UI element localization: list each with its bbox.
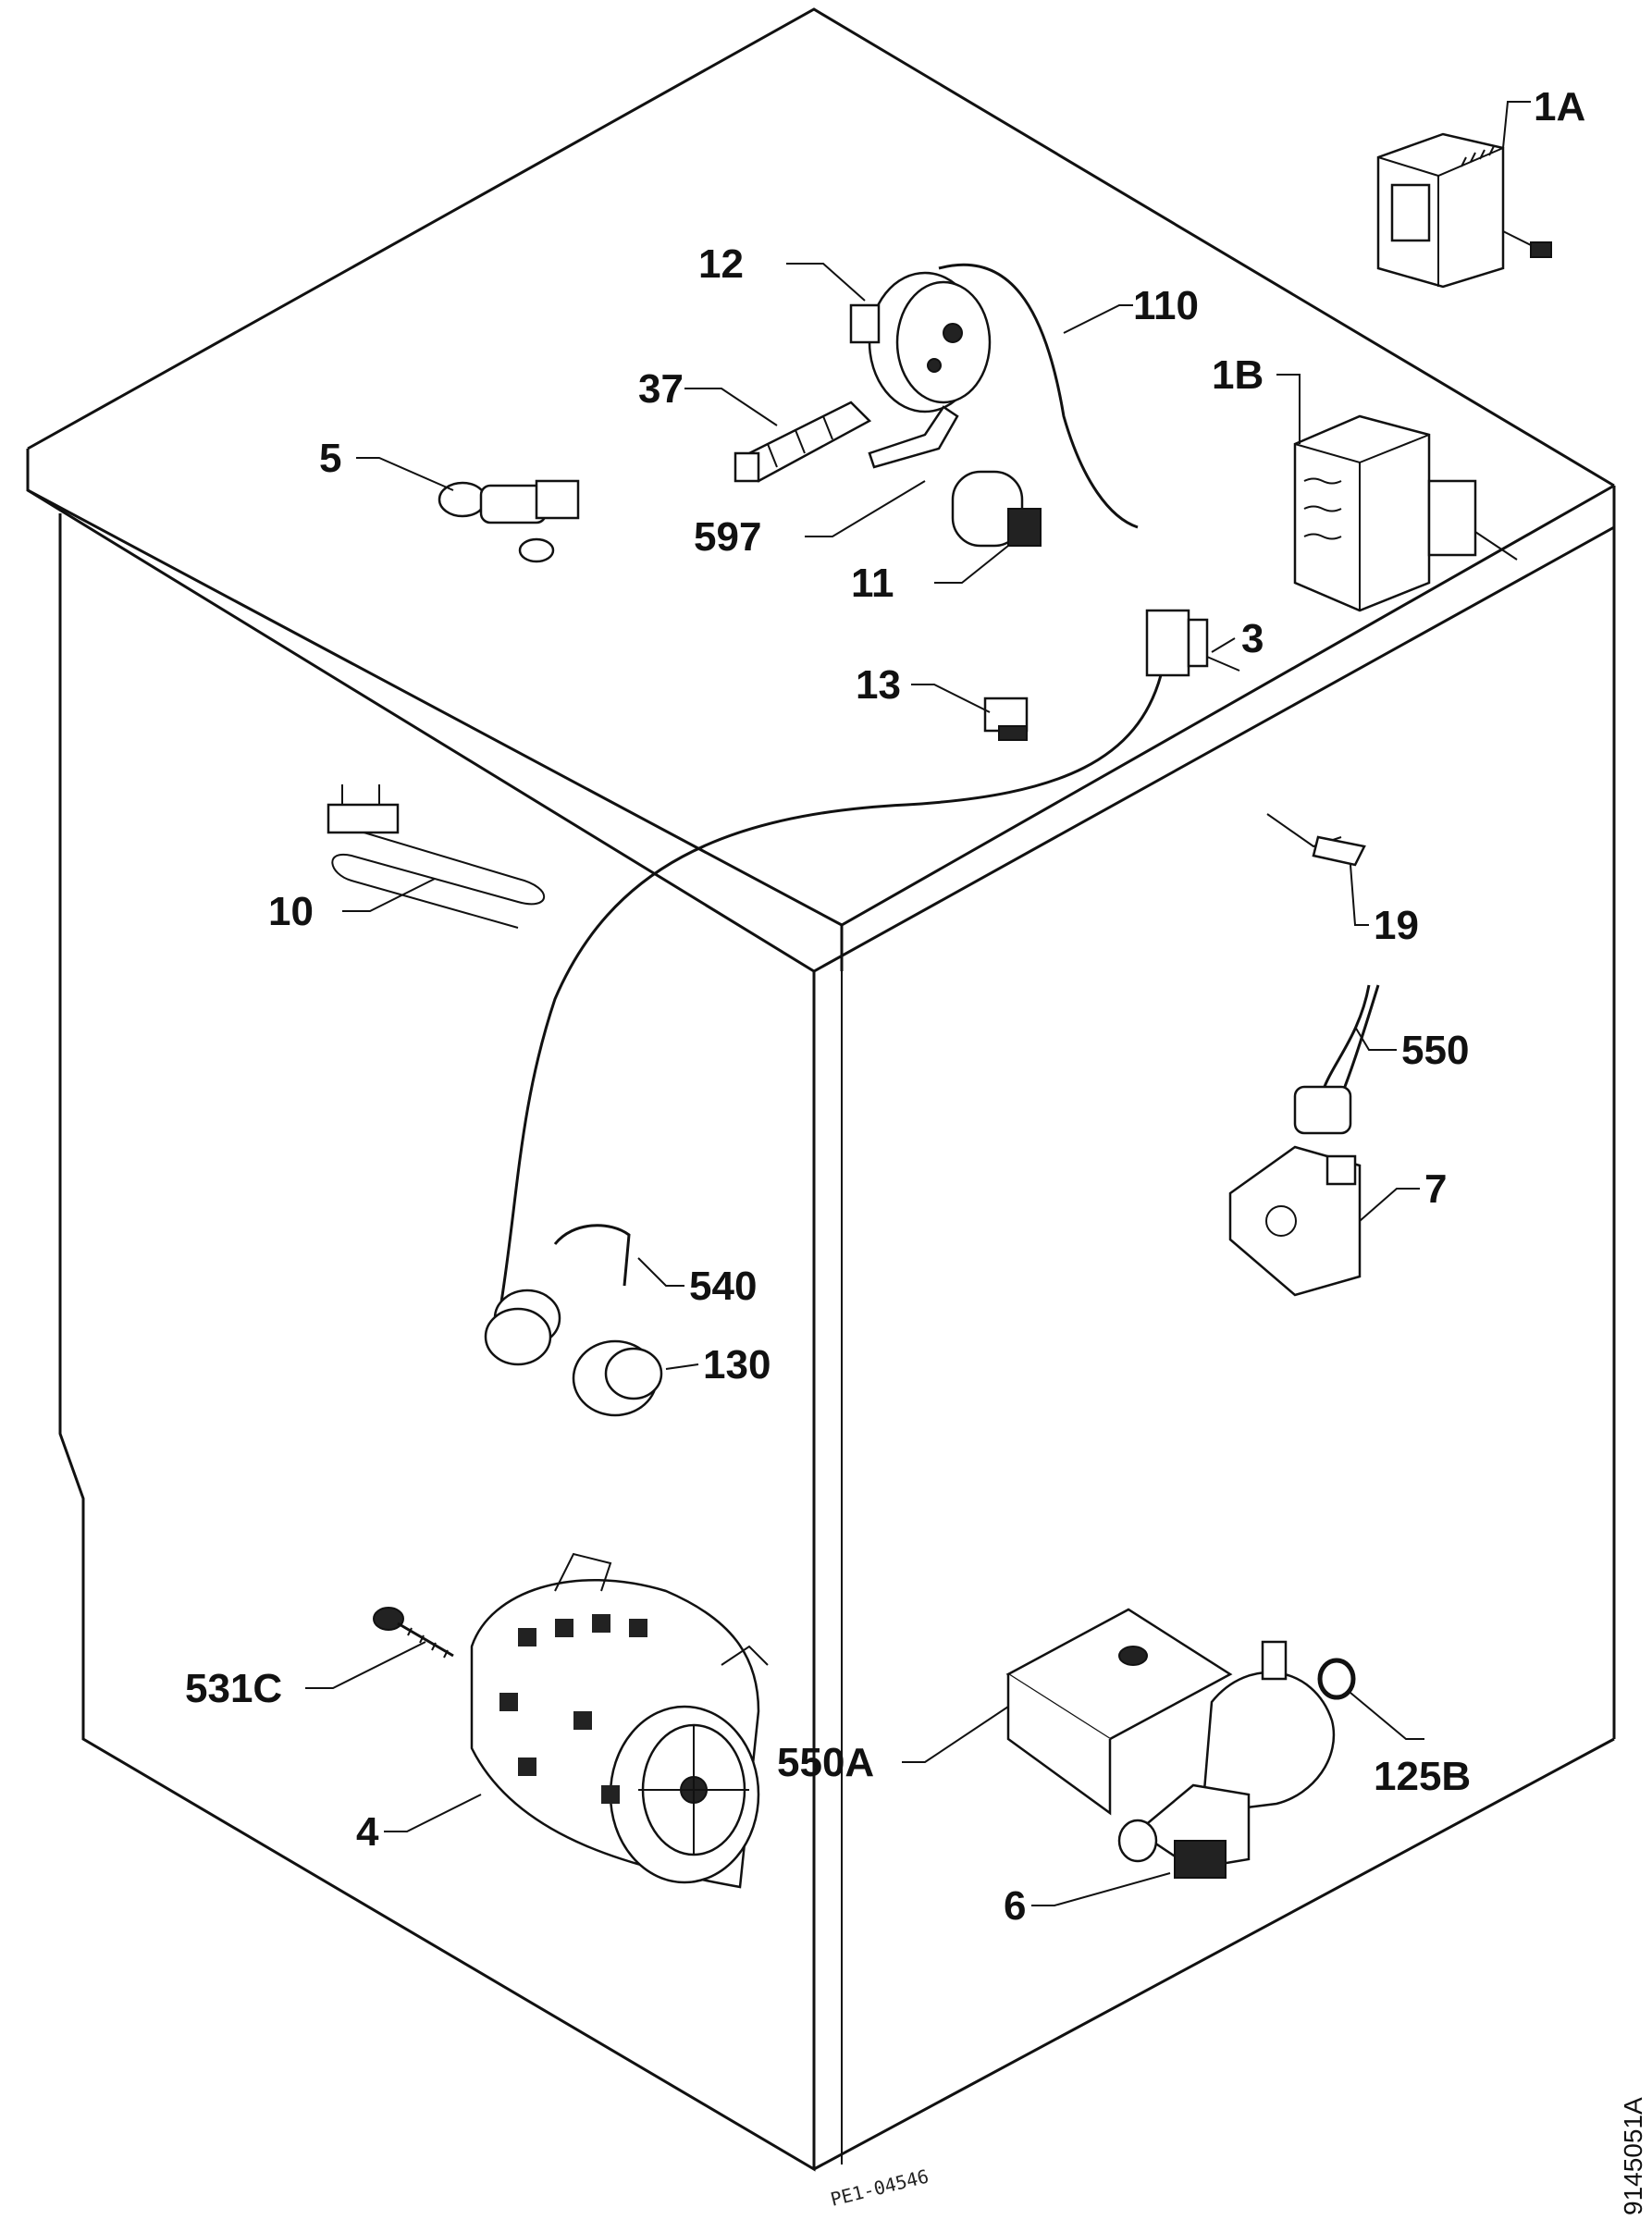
document-code: 9145051A <box>1619 2097 1647 2215</box>
label-130: 130 <box>703 1342 771 1388</box>
gasket-130-part <box>572 1339 663 1417</box>
selector-1b-part <box>1293 414 1518 612</box>
capacitor-11-part <box>951 470 1042 548</box>
timer-1a-part <box>1376 132 1552 289</box>
hose-110-part <box>938 263 1139 529</box>
label-11: 11 <box>851 561 894 606</box>
grommet-part <box>484 1289 561 1366</box>
cover-550a-part <box>1005 1608 1233 1816</box>
label-3: 3 <box>1241 616 1264 661</box>
motor-4-part <box>470 1552 769 1889</box>
label-7: 7 <box>1424 1166 1447 1212</box>
pump-6-part <box>1117 1640 1336 1879</box>
leader-lines <box>305 101 1531 1906</box>
pressure-switch-12-part <box>849 271 992 413</box>
connector-13-part <box>983 697 1029 741</box>
label-550a: 550A <box>777 1740 874 1785</box>
label-5: 5 <box>319 436 341 481</box>
label-37: 37 <box>638 366 684 412</box>
drawing-number: PE1-04546 <box>828 2164 931 2211</box>
sensor-19-part <box>1266 813 1366 867</box>
callout-labels: 1A 12 110 1B 37 5 597 11 3 13 10 19 550 … <box>185 84 1585 1929</box>
label-110: 110 <box>1133 283 1199 328</box>
label-125b: 125B <box>1374 1754 1471 1799</box>
screw-531c-part <box>373 1607 454 1659</box>
switch-cable <box>498 674 1163 1314</box>
ring-125b-part <box>1317 1658 1356 1700</box>
heating-element-10-part <box>327 784 546 929</box>
label-6: 6 <box>1004 1883 1026 1929</box>
label-4: 4 <box>356 1809 379 1855</box>
switch-3-part <box>1145 609 1240 677</box>
label-1a: 1A <box>1534 84 1585 130</box>
label-1b: 1B <box>1212 352 1264 398</box>
label-12: 12 <box>698 241 744 287</box>
label-531c: 531C <box>185 1666 282 1711</box>
label-19: 19 <box>1374 903 1419 948</box>
inlet-valve-5-part <box>438 479 580 563</box>
door-lock-7-part <box>1228 984 1380 1297</box>
clip-540-part <box>553 1224 631 1287</box>
label-10: 10 <box>268 889 314 934</box>
label-540: 540 <box>689 1264 757 1309</box>
label-13: 13 <box>856 662 901 708</box>
terminal-block-37-part <box>734 401 872 483</box>
appliance-cabinet <box>26 7 1616 2172</box>
label-550: 550 <box>1401 1028 1469 1073</box>
label-597: 597 <box>694 514 761 560</box>
bracket-597-part <box>868 405 959 469</box>
